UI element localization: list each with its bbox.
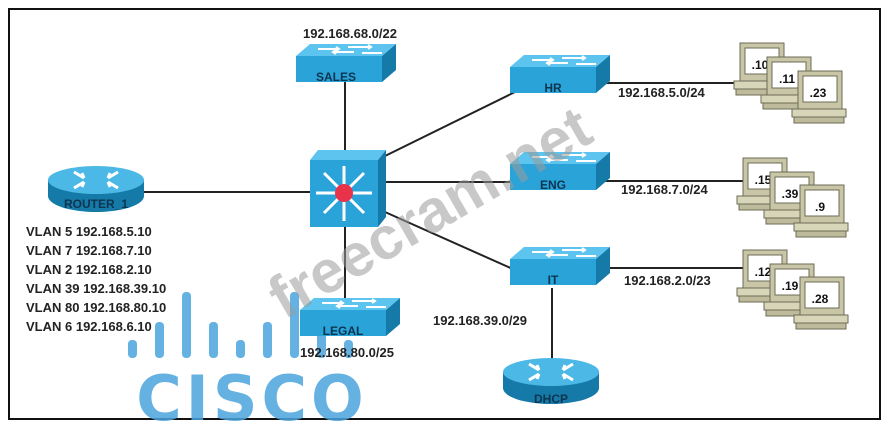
sales-subnet: 192.168.68.0/22 — [303, 26, 397, 41]
vlan-entry: VLAN 39 192.168.39.10 — [26, 281, 166, 296]
eng-label: ENG — [540, 178, 566, 192]
dhcp-label: DHCP — [534, 392, 568, 406]
it-pc-group: .12 .19 .28 — [736, 249, 849, 330]
pc-host-label: .12 — [755, 265, 772, 279]
pc-host-label: .9 — [815, 200, 825, 214]
vlan-entry: VLAN 80 192.168.80.10 — [26, 300, 166, 315]
router-label: ROUTER_1 — [64, 197, 128, 211]
router-vlan-list: VLAN 5 192.168.5.10 VLAN 7 192.168.7.10 … — [26, 224, 166, 334]
vlan-entry: VLAN 5 192.168.5.10 — [26, 224, 152, 239]
sales-label: SALES — [316, 70, 356, 84]
links — [140, 80, 745, 360]
legal-subnet: 192.168.80.0/25 — [300, 345, 394, 360]
it-subnet: 192.168.2.0/23 — [624, 273, 711, 288]
pc-host-label: .11 — [779, 72, 795, 86]
pc-host-label: .28 — [812, 292, 829, 306]
hr-subnet: 192.168.5.0/24 — [618, 85, 706, 100]
link-core-hr — [384, 91, 516, 157]
vlan-entry: VLAN 6 192.168.6.10 — [26, 319, 152, 334]
pc-host-label: .23 — [810, 86, 827, 100]
link-core-it — [384, 211, 516, 271]
hr-label: HR — [544, 81, 562, 95]
pc-host-label: .19 — [782, 279, 799, 293]
core-multilayer-switch[interactable] — [310, 150, 386, 227]
it-label: IT — [548, 273, 559, 287]
core-center-dot — [335, 184, 353, 202]
watermark-text: freecram.net — [257, 93, 602, 331]
switch-it[interactable] — [509, 246, 611, 286]
pc-host-label: .15 — [755, 173, 772, 187]
dhcp-subnet: 192.168.39.0/29 — [433, 313, 527, 328]
pc-host-label: .10 — [752, 58, 769, 72]
legal-label: LEGAL — [323, 324, 364, 338]
vlan-entry: VLAN 7 192.168.7.10 — [26, 243, 152, 258]
cisco-logo-text: CISCO — [136, 362, 367, 427]
hr-pc-group: .10 .11 .23 — [733, 42, 847, 124]
pc-host-label: .39 — [782, 187, 799, 201]
vlan-entry: VLAN 2 192.168.2.10 — [26, 262, 152, 277]
eng-pc-group: .15 .39 .9 — [736, 157, 849, 238]
diagram-border — [8, 8, 881, 420]
eng-subnet: 192.168.7.0/24 — [621, 182, 709, 197]
